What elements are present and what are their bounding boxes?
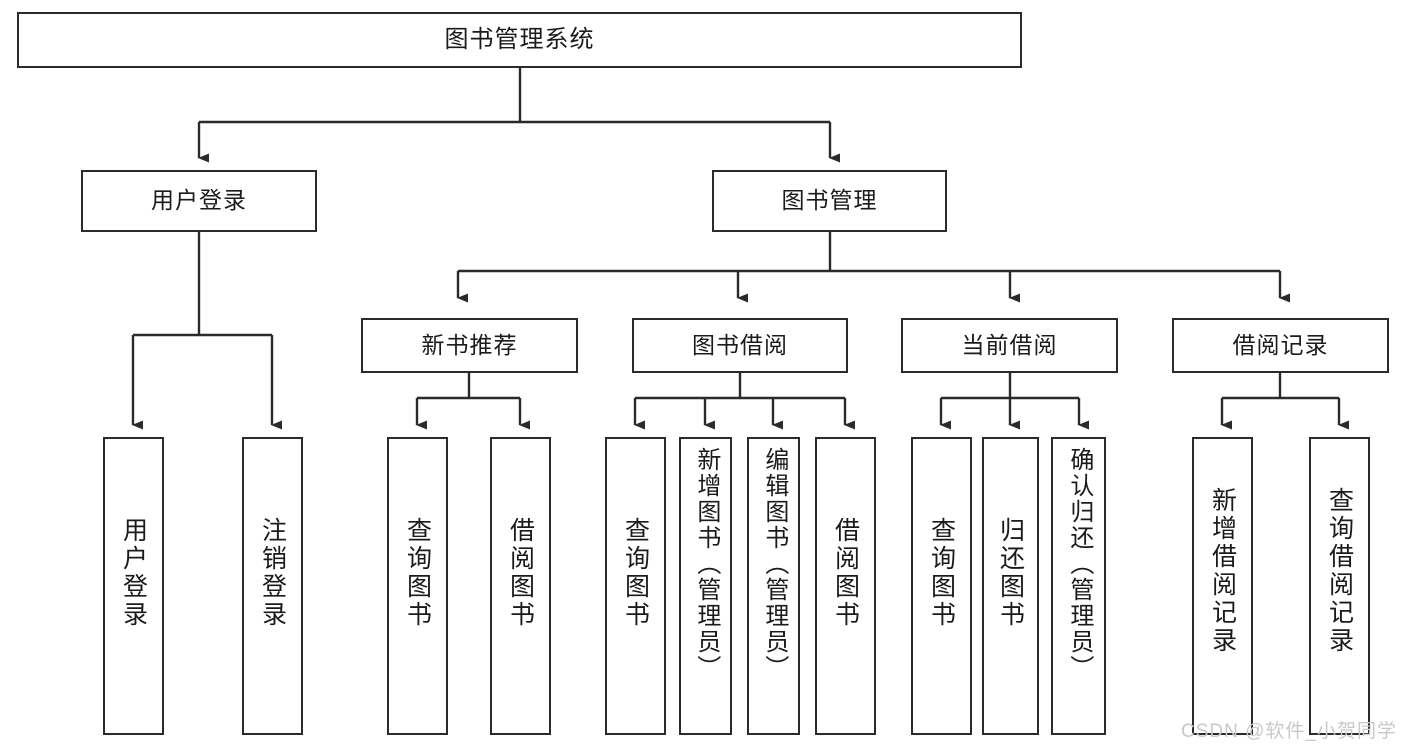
- node-leaf-borrow-book-b[interactable]: 借阅图书: [815, 437, 876, 735]
- node-leaf-add-borrow-record[interactable]: 新增借阅记录: [1192, 437, 1253, 735]
- node-label: 查询图书: [403, 517, 432, 629]
- node-label: 当前借阅: [961, 331, 1058, 358]
- node-leaf-user-login[interactable]: 用户登录: [103, 437, 164, 735]
- node-leaf-query-book-b[interactable]: 查询图书: [605, 437, 666, 735]
- node-new-book-recommend[interactable]: 新书推荐: [361, 318, 578, 373]
- node-root-system[interactable]: 图书管理系统: [17, 12, 1022, 68]
- node-leaf-confirm-return-admin[interactable]: 确认归还（管理员）: [1051, 437, 1106, 735]
- node-label: 注销登录: [258, 517, 287, 629]
- node-label: 图书管理: [781, 187, 878, 214]
- node-label: 查询图书: [621, 517, 650, 629]
- node-label: 编辑图书（管理员）: [760, 447, 788, 681]
- node-leaf-borrow-book-a[interactable]: 借阅图书: [490, 437, 551, 735]
- node-label: 用户登录: [151, 187, 247, 214]
- node-label: 借阅图书: [831, 517, 860, 629]
- node-label: 查询图书: [927, 517, 956, 629]
- node-label: 借阅图书: [506, 517, 535, 629]
- node-label: 查询借阅记录: [1325, 487, 1354, 655]
- node-label: 确认归还（管理员）: [1065, 447, 1093, 681]
- node-borrow-record[interactable]: 借阅记录: [1172, 318, 1389, 373]
- node-leaf-query-book-c[interactable]: 查询图书: [911, 437, 972, 735]
- node-book-manage[interactable]: 图书管理: [712, 170, 947, 232]
- node-book-borrow[interactable]: 图书借阅: [632, 318, 848, 373]
- node-label: 图书借阅: [692, 331, 788, 358]
- node-label: 图书管理系统: [444, 25, 595, 53]
- node-label: 新增图书（管理员）: [692, 447, 720, 681]
- node-user-login[interactable]: 用户登录: [81, 170, 317, 232]
- node-label: 借阅记录: [1232, 331, 1329, 358]
- node-current-borrow[interactable]: 当前借阅: [901, 318, 1118, 373]
- node-leaf-add-book-admin[interactable]: 新增图书（管理员）: [679, 437, 732, 735]
- node-leaf-query-borrow-record[interactable]: 查询借阅记录: [1309, 437, 1370, 735]
- csdn-watermark: CSDN @软件_小贺同学: [1181, 721, 1397, 742]
- node-label: 新书推荐: [421, 331, 518, 358]
- node-label: 用户登录: [119, 517, 148, 629]
- node-leaf-query-book-a[interactable]: 查询图书: [387, 437, 448, 735]
- node-label: 新增借阅记录: [1208, 487, 1237, 655]
- node-leaf-logout[interactable]: 注销登录: [242, 437, 303, 735]
- node-leaf-edit-book-admin[interactable]: 编辑图书（管理员）: [747, 437, 800, 735]
- node-leaf-return-book[interactable]: 归还图书: [982, 437, 1039, 735]
- node-label: 归还图书: [996, 517, 1025, 629]
